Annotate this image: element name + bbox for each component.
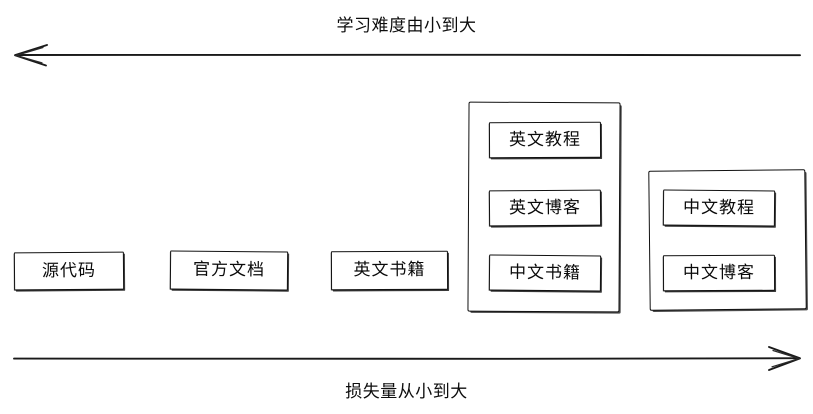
box-chinese-tutorial[interactable]: 中文教程 bbox=[662, 189, 776, 227]
box-chinese-tutorial-label: 中文教程 bbox=[682, 197, 756, 218]
box-english-books-label: 英文书籍 bbox=[353, 259, 426, 281]
box-official-docs-label: 官方文档 bbox=[192, 259, 266, 281]
box-chinese-blog[interactable]: 中文博客 bbox=[662, 254, 776, 292]
box-chinese-books-label: 中文书籍 bbox=[508, 262, 582, 283]
box-chinese-books[interactable]: 中文书籍 bbox=[488, 254, 602, 292]
box-english-books[interactable]: 英文书籍 bbox=[330, 250, 449, 291]
box-source-code[interactable]: 源代码 bbox=[13, 251, 125, 291]
box-official-docs[interactable]: 官方文档 bbox=[169, 250, 289, 291]
bottom-axis-label: 损失量从小到大 bbox=[345, 382, 468, 402]
box-english-blog-label: 英文博客 bbox=[508, 197, 582, 218]
box-english-tutorial[interactable]: 英文教程 bbox=[488, 121, 602, 159]
box-source-code-label: 源代码 bbox=[41, 260, 97, 281]
left-arrow-icon bbox=[13, 44, 801, 67]
box-english-blog[interactable]: 英文博客 bbox=[488, 189, 602, 227]
box-english-tutorial-label: 英文教程 bbox=[508, 129, 582, 150]
top-axis-label: 学习难度由小到大 bbox=[336, 16, 477, 36]
box-chinese-blog-label: 中文博客 bbox=[682, 262, 756, 283]
right-arrow-icon bbox=[13, 346, 802, 371]
